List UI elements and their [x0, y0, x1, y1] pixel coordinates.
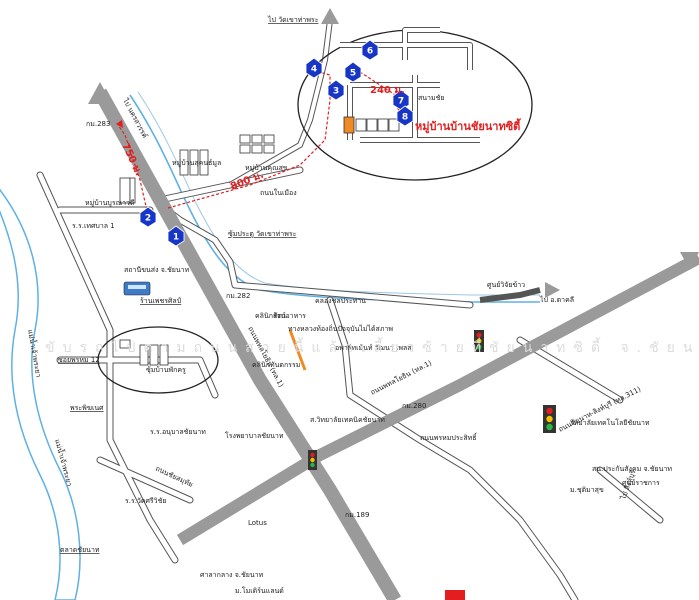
label-wongsanit: ถนนพรหมประสิทธิ์	[420, 432, 478, 442]
label-mart: ร้านเพชรศิลป์	[140, 297, 182, 305]
marker-number: 2	[145, 214, 151, 224]
label-hospital: โรงพยาบาลชัยนาท	[225, 431, 284, 440]
label-clinic2: คลินิกทันตกรรม	[252, 361, 300, 369]
route-arrow-head-2	[116, 120, 123, 128]
label-to-takli: ไป อ.ตาคลี	[539, 295, 574, 304]
marker-number: 8	[402, 113, 408, 123]
traffic-light-1	[474, 330, 484, 352]
label-coop: สน.ประกันสังคม จ.ชัยนาท	[592, 465, 672, 473]
label-governor: ศูนย์ราชการ	[622, 479, 660, 487]
label-lotus: Lotus	[248, 519, 267, 527]
bus-icon	[123, 281, 151, 296]
label-canal: คลองชลประทาน	[315, 297, 366, 305]
label-river: แม่น้ำเจ้าพระยา	[26, 328, 45, 378]
label-pharmacy2: อพาร์ทเม้นท์ วัฒนา เพลส	[335, 344, 412, 352]
marker-number: 1	[173, 233, 179, 243]
alley-orange	[288, 329, 307, 371]
road-to-takli	[479, 287, 541, 303]
label-ru: ม.ชุติมาสุข	[570, 486, 604, 494]
marker-number: 3	[333, 87, 339, 97]
label-bus-station: สถานีขนส่ง จ.ชัยนาท	[124, 266, 190, 274]
marker-8: 8	[396, 105, 414, 127]
label-clinic1: คลินิกสัตว์	[255, 312, 286, 320]
label-phahonyothin-2: ถนนพหลโยธิน (ทล.1)	[369, 358, 433, 397]
label-shop: ร้านอาหาร	[273, 312, 306, 320]
traffic-light-3	[308, 450, 317, 470]
building-clusters	[119, 134, 275, 366]
label-village-left: หมู่บ้านบูรณาวดี	[85, 199, 135, 207]
marker-3: 3	[327, 79, 345, 101]
label-tech-college: วิทยาลัยเทคโนโลยีชัยนาท	[570, 418, 650, 427]
label-gate: ซุ้มประตู วัดเขาท่าพระ	[228, 230, 297, 238]
label-nai-muang: ถนนในเมือง	[260, 188, 297, 197]
label-km189: กม.189	[345, 511, 369, 519]
label-temple: พระพิฆเนศ	[70, 404, 104, 412]
traffic-light-2	[543, 405, 556, 433]
label-school-top: ร.ร.เทศบาล 1	[72, 222, 115, 230]
village-name: หมู่บ้านบ้านชัยนาทซิตี้	[415, 118, 521, 134]
distance-240: 240 ม.	[370, 85, 405, 96]
label-alley12: ซอยพรหม 12	[58, 356, 100, 364]
marker-4: 4	[305, 57, 323, 79]
edge-block	[445, 590, 465, 600]
label-village-top2: หมู่บ้านสุคนธ์มูล	[172, 159, 221, 167]
label-market: ตลาดชัยนาท	[60, 546, 100, 554]
label-school-low: ร.ร.วัดศรีวิชัย	[125, 497, 166, 505]
marker-number: 4	[311, 65, 317, 75]
marker-6: 6	[361, 39, 379, 61]
label-km280: กม.280	[402, 402, 426, 410]
watermark: ขับรถไปตามถนนสายนี้แล้วเลี้ยวซ้ายที่ชัยน…	[45, 337, 699, 356]
north-arrow-highway	[88, 82, 112, 104]
market-oval	[97, 326, 219, 394]
chainat-singburi-highway	[176, 252, 699, 546]
irrigation-canal-bank	[137, 91, 540, 296]
label-to-nakhon-sawan: ไป นครสวรรค์	[121, 96, 150, 140]
marker-1: 1	[167, 225, 185, 247]
marker-2: 2	[139, 206, 157, 228]
distance-750: 750 ม.	[119, 142, 144, 178]
marker-number: 7	[398, 97, 404, 107]
label-village-top: หมู่บ้านคุณสุข	[245, 164, 288, 172]
marker-number: 5	[350, 69, 356, 79]
label-tourist: ม.โมเดิร์นแลนด์	[235, 586, 284, 595]
marker-5: 5	[344, 61, 362, 83]
label-km282: กม.282	[226, 292, 250, 300]
label-school-mid: ร.ร.อนุบาลชัยนาท	[150, 428, 206, 436]
village-plot	[343, 116, 355, 134]
label-pharmacy: ซุ้มบ้านพักครู	[146, 366, 186, 374]
label-college: ส.วิทยาลัยเทคนิคชัยนาท	[310, 416, 385, 424]
label-km283: กม.283	[86, 120, 110, 128]
label-sanamchai: สนามชัย	[418, 94, 444, 102]
label-city-hall: ศาลากลาง จ.ชัยนาท	[200, 571, 264, 579]
marker-number: 6	[367, 47, 373, 57]
north-arrow-wat	[321, 8, 339, 24]
label-river-2: แม่น้ำเจ้าพระยา	[53, 438, 76, 488]
label-alley: ทางหลวงท้องถิ่นปัจจุบันไม่ได้สภาพ	[288, 324, 393, 333]
river	[0, 188, 81, 600]
village-houses	[355, 118, 400, 132]
east-arrow-highway	[680, 252, 699, 270]
label-phahonyothin: ถนนพหลโยธิน (ทล.1)	[246, 325, 286, 389]
label-rice-research: ศูนย์วิจัยข้าว	[487, 281, 525, 289]
label-chai-samuthai: ถนนชัยสมุทัย	[154, 465, 194, 489]
label-to-wat: ไป วัดเขาท่าพระ	[267, 15, 319, 24]
